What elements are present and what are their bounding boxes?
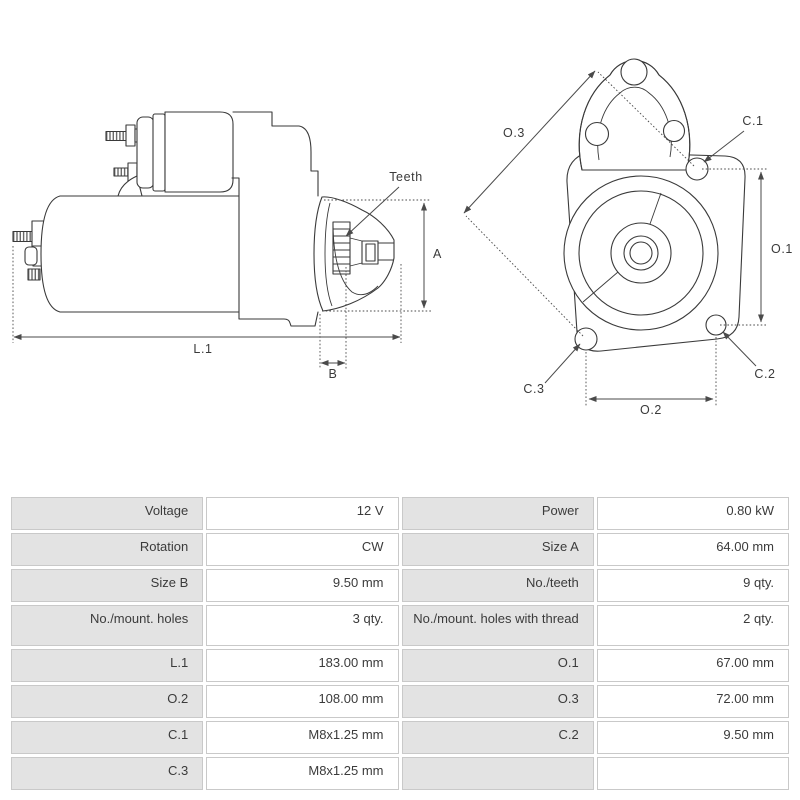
- dimension-l1: L.1: [12, 246, 402, 356]
- side-view-drawing: Teeth A L.1 B: [12, 111, 442, 381]
- dim-a-label: A: [433, 247, 442, 261]
- dimension-o2: O.2: [585, 337, 717, 417]
- spec-value-cell: 3 qty.: [206, 605, 399, 646]
- spec-label-cell: [401, 757, 594, 790]
- spec-value-cell: 72.00 mm: [596, 685, 789, 718]
- dim-c3-label: C.3: [523, 382, 544, 396]
- spec-label-cell: Rotation: [11, 533, 204, 566]
- spec-value-cell: 9.50 mm: [596, 721, 789, 754]
- drive-end-bell: [313, 196, 395, 312]
- dimension-c2: C.2: [722, 331, 775, 381]
- spec-value-cell: 9 qty.: [596, 569, 789, 602]
- table-row: Rotation CW Size A 64.00 mm: [11, 533, 789, 566]
- spec-value-cell: CW: [206, 533, 399, 566]
- specification-table: Voltage 12 V Power 0.80 kW Rotation CW S…: [8, 494, 792, 793]
- teeth-annotation: Teeth: [345, 170, 423, 237]
- dimension-a: A: [322, 199, 442, 312]
- spec-value-cell: M8x1.25 mm: [206, 757, 399, 790]
- dim-o2-label: O.2: [640, 403, 662, 417]
- spec-label-cell: No./teeth: [401, 569, 594, 602]
- drive-housing-top: [232, 111, 319, 197]
- spec-value-cell: 12 V: [206, 497, 399, 530]
- spec-label-cell: C.1: [11, 721, 204, 754]
- dim-b-label: B: [329, 367, 338, 381]
- pinion-gear: [332, 221, 351, 275]
- rear-terminal-detail: [12, 220, 46, 281]
- mount-hole-bottom-left: [574, 327, 598, 351]
- teeth-label: Teeth: [389, 170, 423, 184]
- top-bracket: [578, 58, 691, 171]
- spec-value-cell: 9.50 mm: [206, 569, 399, 602]
- table-row: C.3 M8x1.25 mm: [11, 757, 789, 790]
- table-row: C.1 M8x1.25 mm C.2 9.50 mm: [11, 721, 789, 754]
- spec-value-cell: 67.00 mm: [596, 649, 789, 682]
- spec-label-cell: Voltage: [11, 497, 204, 530]
- spec-label-cell: O.2: [11, 685, 204, 718]
- spec-label-cell: C.2: [401, 721, 594, 754]
- dim-l1-label: L.1: [193, 342, 212, 356]
- spec-label-cell: Size A: [401, 533, 594, 566]
- dim-o1-label: O.1: [771, 242, 793, 256]
- dimension-b: B: [319, 267, 347, 381]
- motor-body: [40, 195, 240, 313]
- housing-face: [563, 175, 719, 331]
- spec-label-cell: Size B: [11, 569, 204, 602]
- table-row: No./mount. holes 3 qty. No./mount. holes…: [11, 605, 789, 646]
- spec-value-cell: [596, 757, 789, 790]
- spec-label-cell: No./mount. holes with thread: [401, 605, 594, 646]
- spec-label-cell: L.1: [11, 649, 204, 682]
- solenoid: [117, 111, 234, 197]
- starter-motor-technical-drawing: Teeth A L.1 B: [12, 58, 793, 417]
- dimension-c3: C.3: [523, 343, 581, 396]
- table-row: Voltage 12 V Power 0.80 kW: [11, 497, 789, 530]
- front-bracket: [231, 177, 319, 327]
- dim-o3-label: O.3: [503, 126, 525, 140]
- dim-c1-label: C.1: [742, 114, 763, 128]
- mount-hole-top-right: [685, 157, 709, 181]
- spec-value-cell: 2 qty.: [596, 605, 789, 646]
- dimension-o3: O.3: [463, 70, 695, 337]
- table-row: L.1 183.00 mm O.1 67.00 mm: [11, 649, 789, 682]
- table-row: O.2 108.00 mm O.3 72.00 mm: [11, 685, 789, 718]
- spec-value-cell: 64.00 mm: [596, 533, 789, 566]
- dimension-c1: C.1: [703, 114, 763, 163]
- spec-label-cell: O.1: [401, 649, 594, 682]
- mount-hole-bottom-right: [705, 314, 727, 336]
- spec-label-cell: O.3: [401, 685, 594, 718]
- spec-value-cell: M8x1.25 mm: [206, 721, 399, 754]
- spec-value-cell: 108.00 mm: [206, 685, 399, 718]
- spec-label-cell: No./mount. holes: [11, 605, 204, 646]
- front-view-drawing: O.3 C.1 O.1 C.2 C.3: [463, 58, 793, 417]
- spec-value-cell: 183.00 mm: [206, 649, 399, 682]
- dim-c2-label: C.2: [754, 367, 775, 381]
- table-row: Size B 9.50 mm No./teeth 9 qty.: [11, 569, 789, 602]
- dimension-o1: O.1: [702, 168, 793, 326]
- spec-label-cell: Power: [401, 497, 594, 530]
- spec-label-cell: C.3: [11, 757, 204, 790]
- spec-value-cell: 0.80 kW: [596, 497, 789, 530]
